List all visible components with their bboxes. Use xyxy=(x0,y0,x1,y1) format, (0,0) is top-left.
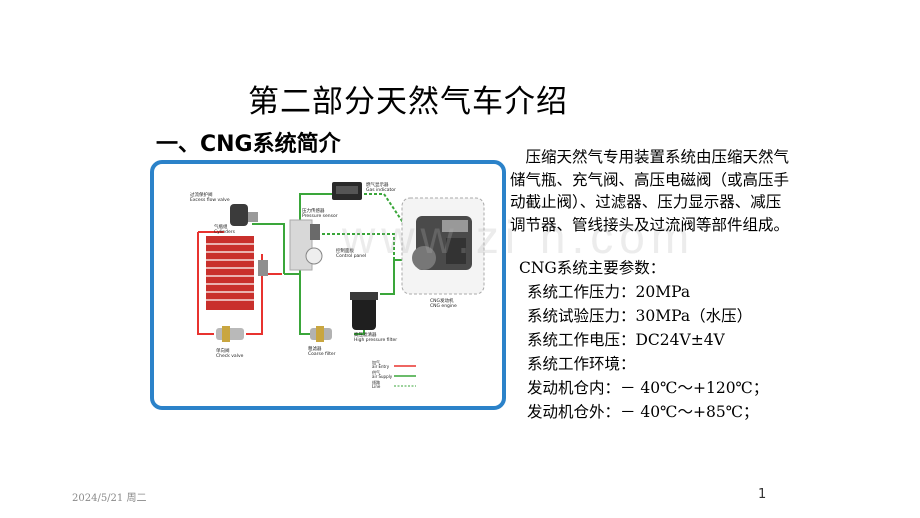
coarse-filter-icon xyxy=(310,326,332,342)
param-item: 系统工作压力：20MPa xyxy=(527,283,691,301)
label-hp-filter-en: High pressure filter xyxy=(354,337,397,343)
param-item: 发动机仓外：－ 40℃～+85℃； xyxy=(527,403,759,421)
high-pressure-filter-icon xyxy=(350,292,378,330)
page-number: 1 xyxy=(758,487,767,502)
label-engine-cn: CNG发动机 xyxy=(430,297,454,304)
legend-entry-en: air Entry xyxy=(372,364,390,369)
label-coarse-filter-cn: 粗滤器 xyxy=(308,345,322,352)
label-excess-flow-valve-en: Excess flow valve xyxy=(190,197,230,203)
legend-line-cn: 线路 xyxy=(372,379,380,385)
label-pressure-sensor-en: Pressure sensor xyxy=(302,213,338,219)
label-pressure-sensor-cn: 压力传感器 xyxy=(302,207,325,214)
label-check-valve-cn: 单向阀 xyxy=(216,347,230,354)
label-cylinders-en: Cylinders xyxy=(214,229,236,235)
label-gas-indicator-en: Gas indicator xyxy=(366,187,396,193)
system-description: 压缩天然气专用装置系统由压缩天然气储气瓶、充气阀、高压电磁阀（或高压手动截止阀）… xyxy=(510,146,790,236)
legend-entry-cn: 加气 xyxy=(372,359,380,365)
param-item: 系统工作环境： xyxy=(527,355,636,373)
excess-flow-valve-icon xyxy=(230,204,258,226)
label-control-panel-cn: 控制面板 xyxy=(336,247,354,254)
label-engine-en: CNG engine xyxy=(430,303,457,309)
fitting-icon xyxy=(258,260,268,276)
check-valve-icon xyxy=(216,326,244,342)
param-item: 发动机仓内：－ 40℃～+120℃； xyxy=(527,379,769,397)
diagram-legend: 加气 air Entry 供气 air Supply 线路 Line xyxy=(372,359,416,389)
label-gas-indicator-cn: 燃气显示器 xyxy=(366,181,389,188)
label-hp-filter-cn: 高压滤清器 xyxy=(354,331,377,338)
cylinders-icon xyxy=(206,236,254,310)
cng-diagram-svg: 过流保护阀 Excess flow valve 气瓶组 Cylinders 单向… xyxy=(190,181,485,389)
cng-engine-icon xyxy=(401,197,485,295)
legend-supply-cn: 供气 xyxy=(372,369,380,375)
legend-supply-en: air Supply xyxy=(372,374,393,379)
legend-line-en: Line xyxy=(372,384,381,389)
label-coarse-filter-en: Coarse filter xyxy=(308,351,336,357)
param-item: 系统工作电压：DC24V±4V xyxy=(527,331,725,349)
label-control-panel-en: Control panel xyxy=(336,253,366,259)
label-excess-flow-valve-cn: 过流保护阀 xyxy=(190,191,213,198)
cng-system-diagram: 过流保护阀 Excess flow valve 气瓶组 Cylinders 单向… xyxy=(150,160,506,410)
footer-date: 2024/5/21 周二 xyxy=(72,493,147,504)
gas-indicator-icon xyxy=(332,182,362,200)
description-paragraph: 压缩天然气专用装置系统由压缩天然气储气瓶、充气阀、高压电磁阀（或高压手动截止阀）… xyxy=(510,148,790,234)
pressure-sensor-icon xyxy=(289,219,323,271)
label-check-valve-en: Check valve xyxy=(216,353,244,359)
label-cylinders-cn: 气瓶组 xyxy=(214,223,228,230)
slide-subtitle: 一、CNG系统简介 xyxy=(156,132,341,157)
params-heading: CNG系统主要参数： xyxy=(519,259,666,277)
params-block: CNG系统主要参数： 系统工作压力：20MPa 系统试验压力：30MPa（水压）… xyxy=(519,256,768,424)
param-item: 系统试验压力：30MPa（水压） xyxy=(527,307,753,325)
slide-title: 第二部分天然气车介绍 xyxy=(248,84,568,120)
